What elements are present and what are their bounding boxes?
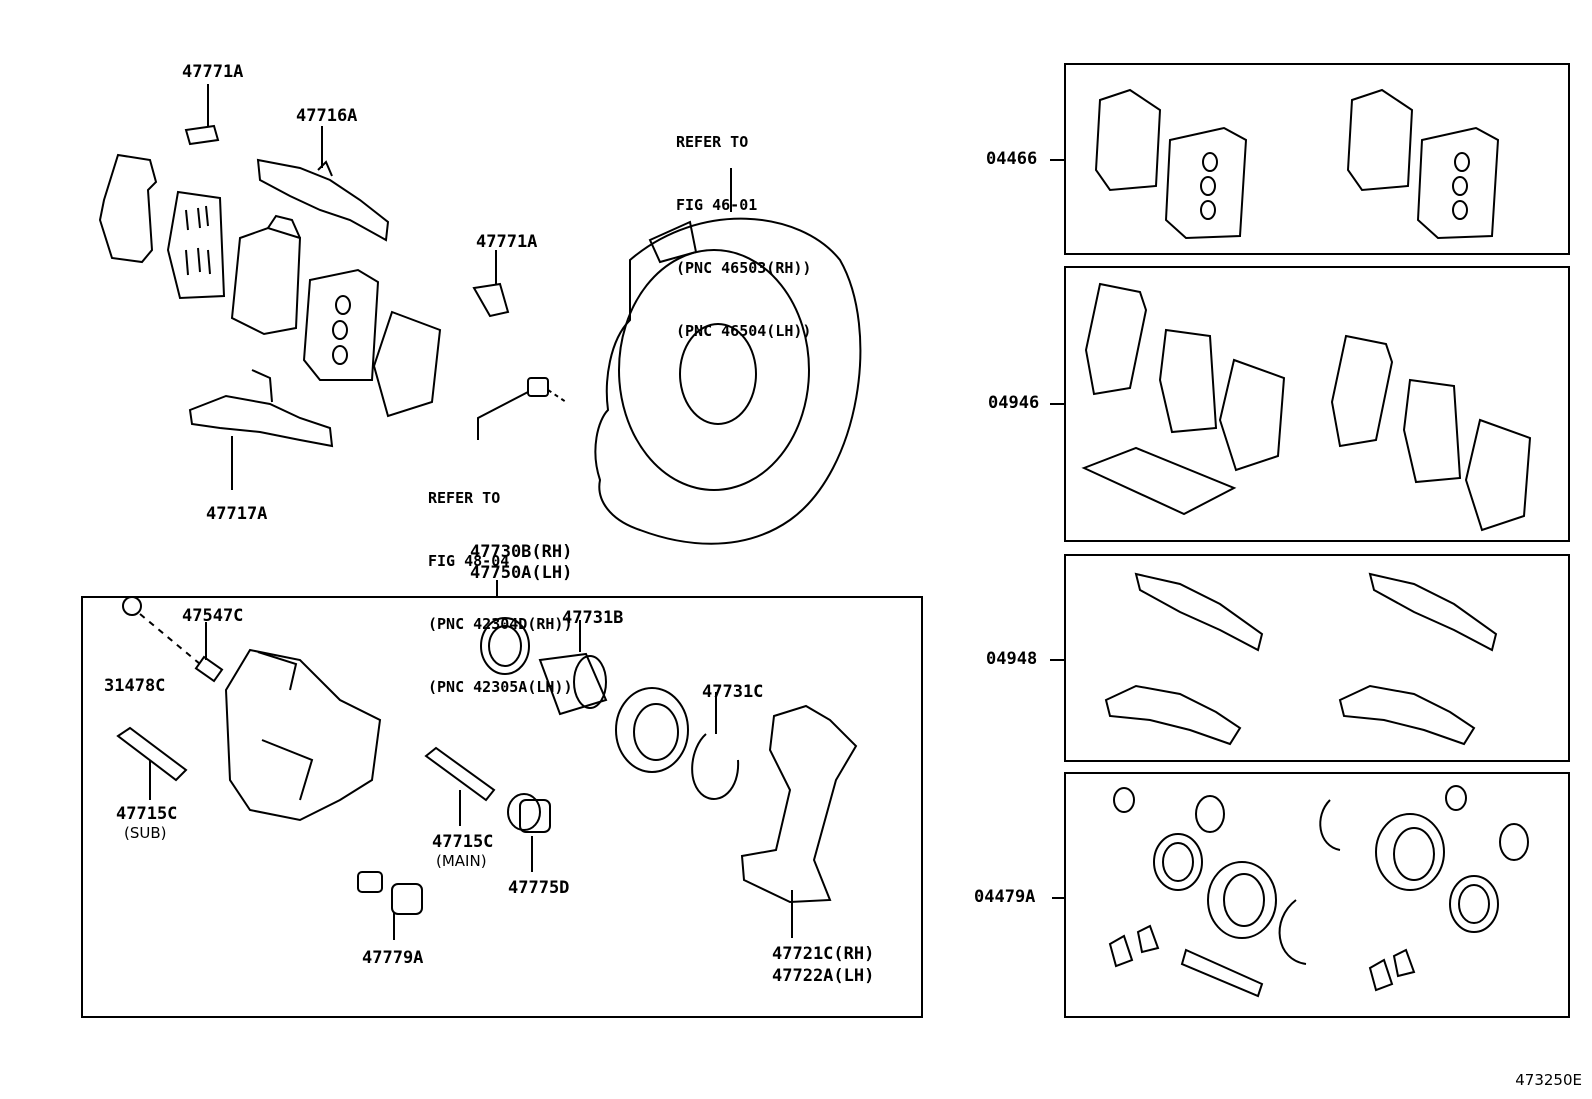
- boot-set-ring-icon: [691, 692, 740, 800]
- refer-backing-plate-line-3: (PNC 46503(RH)): [676, 259, 812, 277]
- piston-seal-icon: [480, 617, 530, 675]
- refer-backing-plate-line-4: (PNC 46504(LH)): [676, 322, 812, 340]
- figure-number: 473250E: [1515, 1071, 1582, 1089]
- kit-04479A-seals-icon: [1108, 785, 1529, 998]
- refer-bleeder-line-2: FIG 48-04: [428, 552, 510, 570]
- kit-code-04946: 04946: [988, 393, 1040, 413]
- label-47779A: 47779A: [362, 948, 424, 968]
- refer-backing-plate-line-1: REFER TO: [676, 133, 749, 151]
- disc-brake-dust-cover-icon: [594, 168, 862, 545]
- anti-squeal-shim-inner-icon: [166, 190, 226, 300]
- label-47715C-sub: 47715C: [116, 804, 178, 824]
- bushing-dust-boot-icon: [357, 871, 423, 940]
- label-47730B: 47730B(RH): [470, 542, 573, 562]
- refer-bleeder-line-1: REFER TO: [428, 489, 501, 507]
- kit-04946-frame: [1064, 266, 1570, 542]
- refer-bleeder-line-3: (PNC 42304D(RH)): [428, 615, 573, 633]
- kit-04479A-frame: [1064, 772, 1570, 1018]
- label-47750A: 47750A(LH): [470, 563, 573, 583]
- label-47715C-main-note: (MAIN): [436, 852, 487, 870]
- caliper-mounting-icon: [740, 704, 858, 938]
- refer-backing-plate-line-2: FIG 46-01: [676, 196, 758, 214]
- label-47771A-top: 47771A: [182, 62, 244, 82]
- kit-04948-support-plates-icon: [1104, 572, 1498, 746]
- label-47721C: 47721C(RH): [772, 944, 875, 964]
- label-47715C-main: 47715C: [432, 832, 494, 852]
- label-47547C: 47547C: [182, 606, 244, 626]
- bleeder-plug-icon: [477, 377, 567, 440]
- label-47722A: 47722A(LH): [772, 966, 875, 986]
- slide-pin-sub-icon: [116, 726, 188, 800]
- pad-support-plate-upper-icon: [256, 126, 390, 242]
- disc-brake-pad-icon: [230, 214, 302, 336]
- label-31478C: 31478C: [104, 676, 166, 696]
- refer-bleeder-line-4: (PNC 42305A(LH)): [428, 678, 573, 696]
- disc-brake-pad-backing-icon: [302, 268, 380, 381]
- refer-bleeder-note: REFER TO FIG 48-04 (PNC 42304D(RH)) (PNC…: [428, 446, 573, 719]
- kit-code-04948: 04948: [986, 649, 1038, 669]
- anti-rattle-spring-mid-icon: [472, 250, 510, 318]
- kit-04466-frame: [1064, 63, 1570, 255]
- anti-rattle-spring-top-icon: [184, 84, 220, 146]
- label-47715C-sub-note: (SUB): [124, 824, 167, 842]
- label-47716A: 47716A: [296, 106, 358, 126]
- pad-support-plate-lower-icon: [188, 369, 334, 490]
- kit-04948-frame: [1064, 554, 1570, 762]
- pad-wear-indicator-shim-icon: [372, 310, 442, 418]
- cylinder-body-icon: [224, 648, 382, 822]
- refer-backing-plate-note: REFER TO FIG 46-01 (PNC 46503(RH)) (PNC …: [676, 90, 811, 363]
- label-47771A-mid: 47771A: [476, 232, 538, 252]
- piston-icon: [538, 620, 608, 716]
- slide-pin-main-icon: [424, 746, 496, 826]
- label-47717A: 47717A: [206, 504, 268, 524]
- kit-04466-pads-icon: [1094, 88, 1500, 240]
- anti-squeal-shim-outer-icon: [98, 153, 158, 264]
- kit-code-04466: 04466: [986, 149, 1038, 169]
- slide-bushing-icon: [507, 793, 551, 872]
- bleeder-screw-icon: [194, 622, 224, 683]
- label-47775D: 47775D: [508, 878, 570, 898]
- label-47731C: 47731C: [702, 682, 764, 702]
- caliper-assembly-frame: [81, 596, 923, 1018]
- cylinder-boot-icon: [615, 687, 689, 773]
- label-47731B: 47731B: [562, 608, 624, 628]
- kit-code-04479A: 04479A: [974, 887, 1036, 907]
- kit-04946-shims-icon: [1081, 282, 1532, 532]
